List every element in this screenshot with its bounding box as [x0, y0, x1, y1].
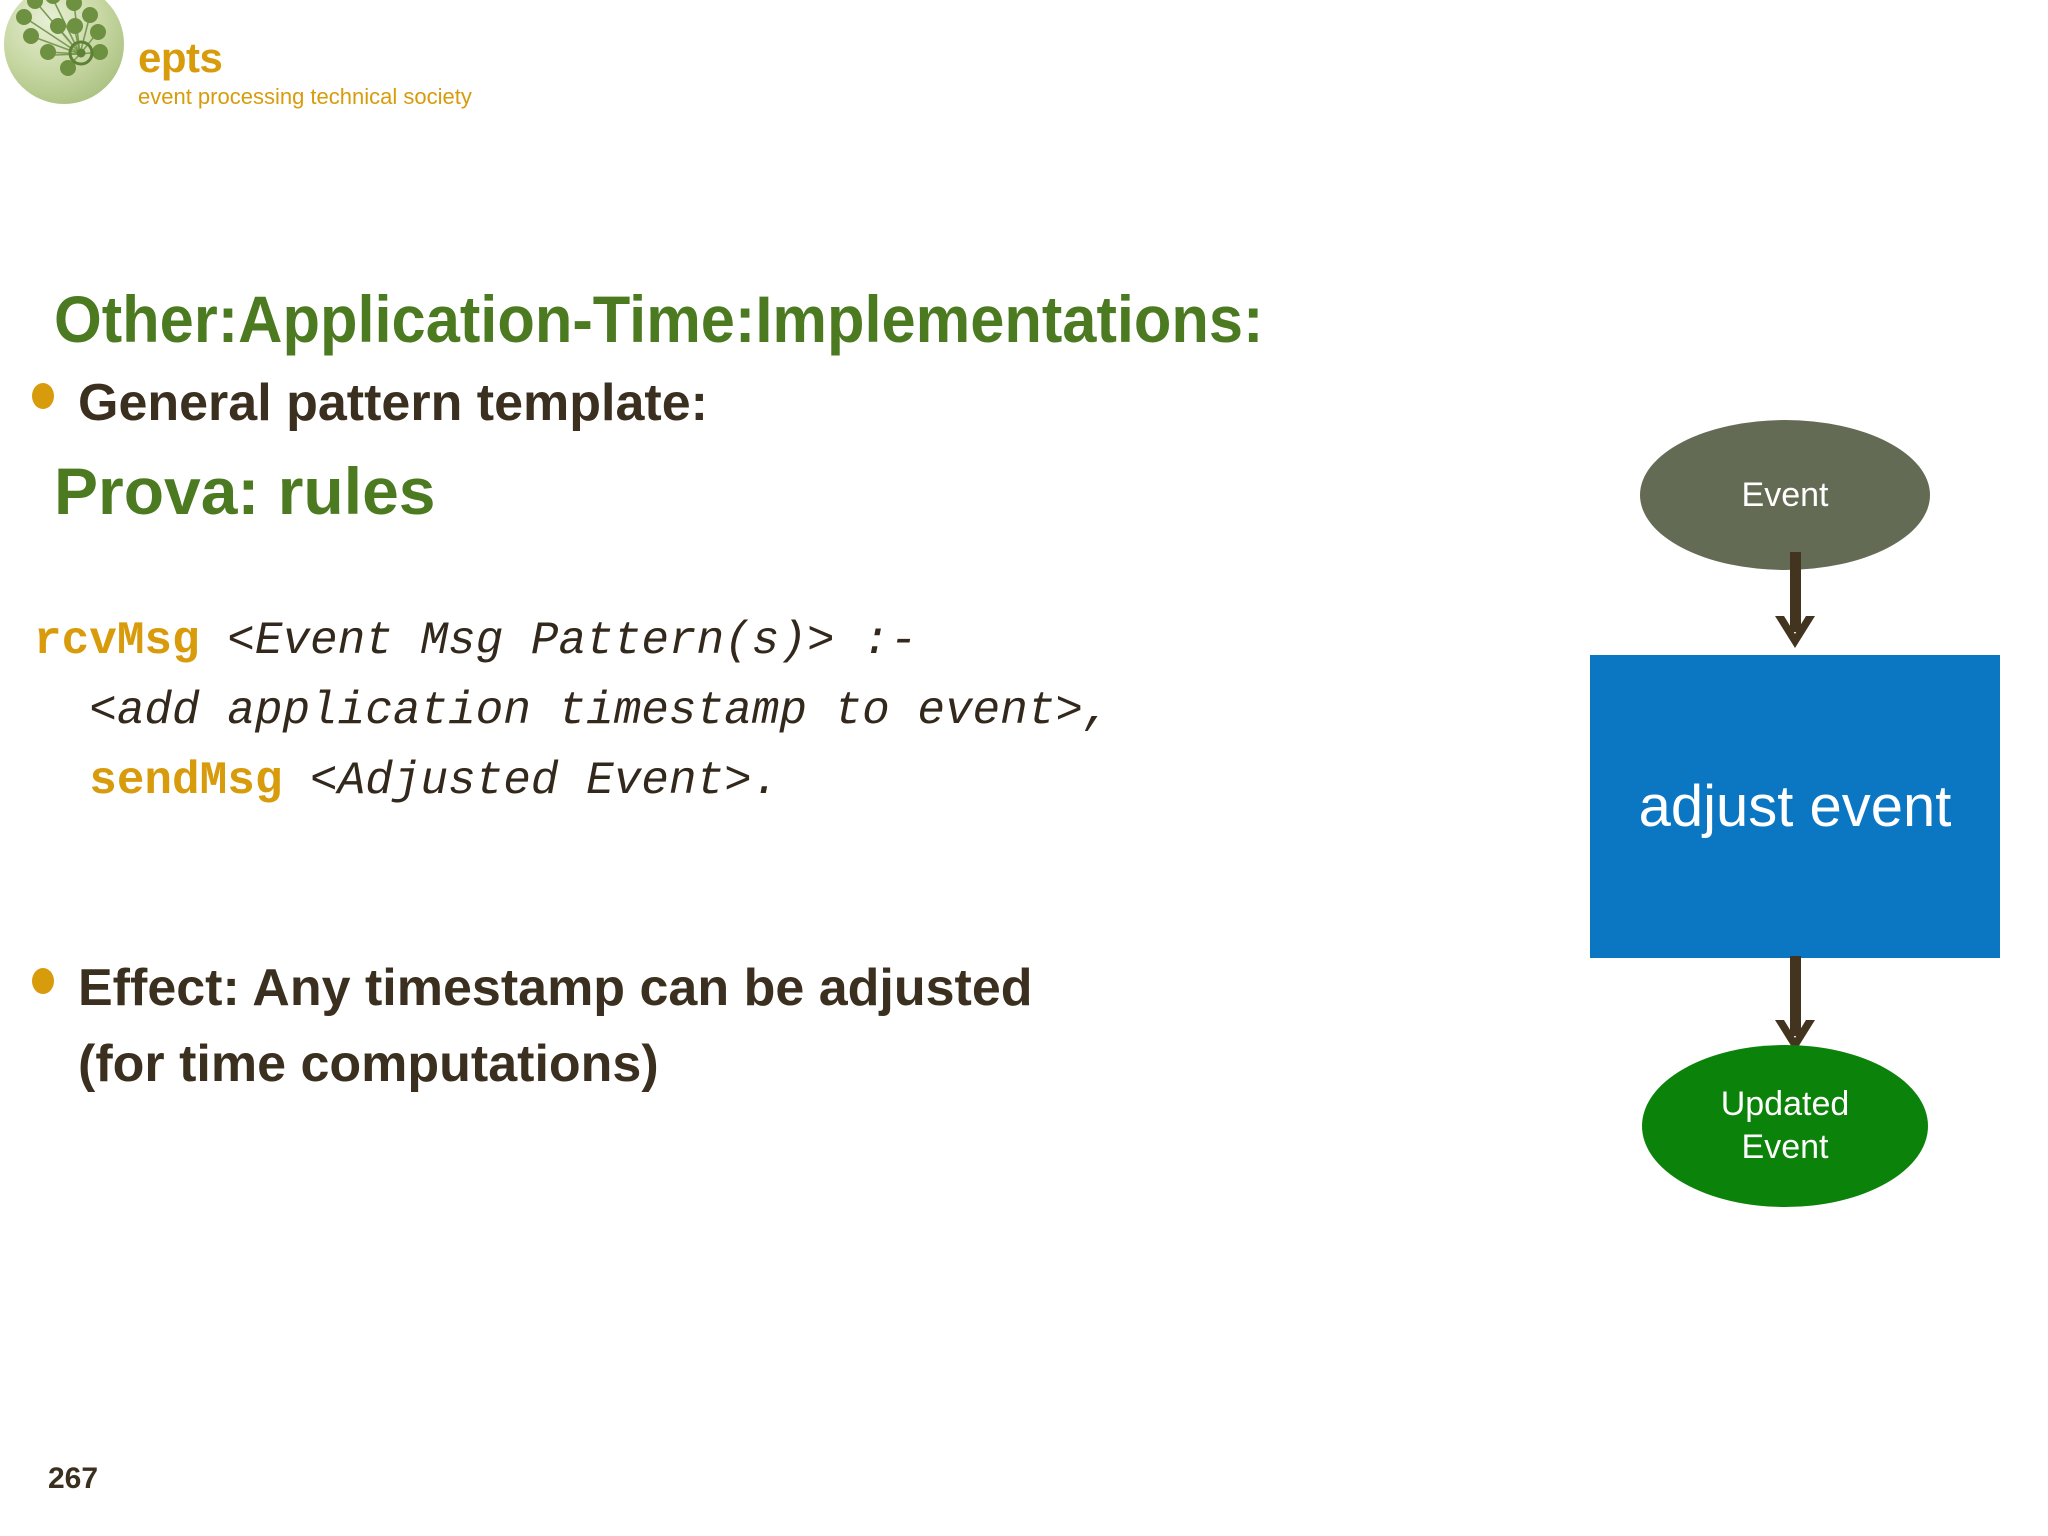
list-item-label: Effect: Any timestamp can be adjusted (f…: [78, 959, 1033, 1093]
code-keyword-rcvmsg: rcvMsg: [34, 615, 200, 667]
brand-header: epts event processing technical society: [0, 0, 520, 128]
code-line-2: <add application timestamp to event>,: [34, 685, 1111, 737]
list-item: Effect: Any timestamp can be adjusted (f…: [30, 950, 1330, 1102]
down-arrow-icon: [1775, 956, 1815, 1064]
arrow-shaft: [1790, 552, 1801, 632]
arrow-shaft: [1790, 956, 1801, 1036]
code-line-3-indent: [34, 755, 89, 807]
brand-wordmark: epts event processing technical society: [138, 34, 472, 112]
bullet-dot-icon: [30, 381, 56, 411]
bullet-dot-icon: [30, 966, 56, 996]
page-title-line-2: Prova: rules: [54, 454, 436, 529]
network-nodes-logo-icon: [2, 0, 126, 106]
page-title: Other:Application-Time:Implementations: …: [54, 190, 1554, 620]
flow-node-event-label: Event: [1741, 476, 1829, 514]
flow-node-event: Event: [1640, 420, 1930, 570]
code-line-3-rest: <Adjusted Event>.: [282, 755, 780, 807]
arrow-head: [1772, 1018, 1818, 1058]
brand-tagline: event processing technical society: [138, 84, 472, 109]
brand-name: epts: [138, 34, 223, 81]
arrow-head: [1772, 614, 1818, 654]
page-title-line-1: Other:Application-Time:Implementations:: [54, 282, 1264, 357]
page-number: 267: [48, 1462, 99, 1495]
flow-node-adjust-event-label: adjust event: [1638, 774, 1952, 839]
code-block: rcvMsg <Event Msg Pattern(s)> :- <add ap…: [34, 606, 1214, 816]
flow-node-updated-event: Updated Event: [1642, 1045, 1928, 1207]
code-line-1-rest: <Event Msg Pattern(s)> :-: [199, 615, 918, 667]
list-item-label: General pattern template:: [78, 374, 708, 432]
code-keyword-sendmsg: sendMsg: [89, 755, 283, 807]
code-line-3: sendMsg <Adjusted Event>.: [34, 746, 1214, 816]
down-arrow-icon: [1775, 552, 1815, 660]
flow-node-updated-event-label: Updated Event: [1720, 1085, 1850, 1166]
flow-node-adjust-event: adjust event: [1590, 655, 2000, 958]
list-item: General pattern template:: [30, 365, 1130, 441]
code-line-1: rcvMsg <Event Msg Pattern(s)> :-: [34, 606, 1214, 676]
flow-diagram: Event adjust event Updated Event: [1560, 400, 2030, 1207]
